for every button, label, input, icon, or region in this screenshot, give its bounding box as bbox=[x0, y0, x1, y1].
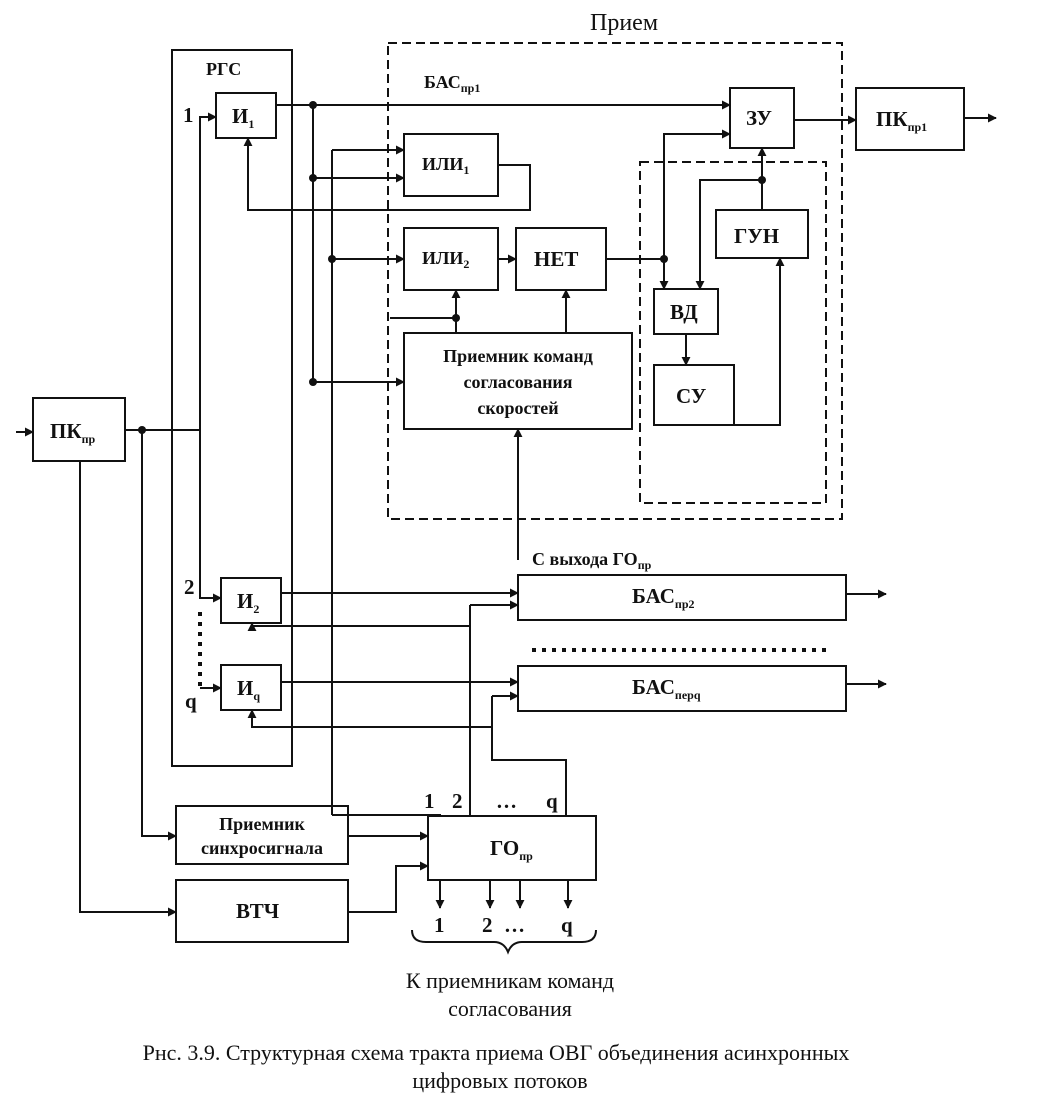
caption-line-2: цифровых потоков bbox=[412, 1068, 587, 1093]
net-to-zu bbox=[663, 129, 731, 259]
su-box bbox=[653, 364, 735, 426]
gun-to-vd bbox=[695, 179, 762, 290]
cmd-rx-box bbox=[403, 332, 633, 430]
vtch-box bbox=[175, 879, 349, 943]
go-in-dots-label: … bbox=[496, 789, 517, 813]
bas-pr2-box bbox=[517, 574, 847, 621]
pk-to-vtch bbox=[79, 461, 177, 917]
i2-box bbox=[220, 577, 282, 624]
rgs-label: РГС bbox=[206, 59, 241, 79]
sync-rx-line-2: синхросигнала bbox=[201, 838, 323, 858]
su-label: СУ bbox=[676, 384, 706, 408]
pk-to-sync-rx bbox=[141, 430, 177, 841]
iq-box bbox=[220, 664, 282, 711]
bas-perq-box bbox=[517, 665, 847, 712]
bas-pr2-label: БАСпр2 bbox=[632, 584, 695, 611]
sync-rx-line-1: Приемник bbox=[219, 814, 305, 834]
go-out-q-label: q bbox=[561, 913, 573, 937]
pll-dashed-region bbox=[639, 161, 827, 504]
go-out-1-label: 1 bbox=[434, 913, 445, 937]
go-pr-box bbox=[427, 815, 597, 881]
iq-label: Иq bbox=[237, 676, 260, 703]
pk-pr-in-label: ПКпр bbox=[50, 419, 95, 446]
bus-to-go-1 bbox=[332, 814, 441, 816]
ili1-label: ИЛИ1 bbox=[422, 154, 469, 177]
go-in-1-label: 1 bbox=[424, 789, 435, 813]
junction bbox=[309, 378, 317, 386]
zu-label: ЗУ bbox=[746, 106, 772, 130]
zu-box bbox=[729, 87, 795, 149]
cmd-rx-line-3: скоростей bbox=[477, 398, 558, 418]
bas-perq-label: БАСперq bbox=[632, 675, 701, 702]
pk-pr1-box bbox=[855, 87, 965, 151]
vd-label: ВД bbox=[670, 300, 698, 324]
ili1-feedback bbox=[243, 137, 531, 211]
net-label: НЕТ bbox=[534, 247, 578, 271]
from-go-label: С выхода ГОпр bbox=[532, 549, 652, 572]
go-out-2-label: 2 bbox=[482, 913, 493, 937]
priem-dashed-region bbox=[387, 42, 843, 520]
cmd-rx-line-1: Приемник команд bbox=[443, 346, 593, 366]
i1-branch-down bbox=[312, 105, 405, 387]
bas2-feedback bbox=[247, 605, 471, 632]
priem-label: Прием bbox=[590, 10, 658, 36]
pk-pr1-label: ПКпр1 bbox=[876, 107, 927, 134]
pk-to-i-bus bbox=[199, 112, 217, 430]
i1-label: И1 bbox=[232, 104, 254, 131]
input-1-label: 1 bbox=[183, 103, 194, 127]
cmd-rx-line-2: согласования bbox=[463, 372, 572, 392]
to-cmd-rx-line-1: К приемникам команд bbox=[406, 968, 614, 993]
su-to-gun bbox=[704, 257, 785, 426]
gun-label: ГУН bbox=[734, 224, 779, 248]
bas-pr1-label: БАСпр1 bbox=[424, 72, 480, 95]
go-pr-label: ГОпр bbox=[490, 836, 533, 863]
vtch-label: ВТЧ bbox=[236, 899, 280, 923]
go-in-2-label: 2 bbox=[452, 789, 463, 813]
to-cmd-rx-line-2: согласования bbox=[448, 996, 572, 1021]
goq-to-bas bbox=[491, 696, 567, 816]
output-brace bbox=[411, 929, 597, 955]
input-2-label: 2 bbox=[184, 575, 195, 599]
go-in-q-label: q bbox=[546, 789, 558, 813]
basq-feedback bbox=[247, 696, 493, 728]
caption-line-1: Рнс. 3.9. Структурная схема тракта прием… bbox=[143, 1040, 850, 1065]
junction bbox=[309, 174, 317, 182]
sync-rx-box bbox=[175, 805, 349, 865]
pk-to-i2 bbox=[199, 430, 221, 599]
ili2-box bbox=[403, 227, 499, 291]
ili2-label: ИЛИ2 bbox=[422, 248, 469, 271]
go-out-dots-label: … bbox=[504, 913, 525, 937]
i2-label: И2 bbox=[237, 589, 259, 616]
ili1-box bbox=[403, 133, 499, 197]
vd-box bbox=[653, 288, 719, 335]
vtch-to-go bbox=[348, 861, 429, 913]
input-q-label: q bbox=[185, 689, 197, 713]
rgs-block bbox=[171, 49, 293, 767]
